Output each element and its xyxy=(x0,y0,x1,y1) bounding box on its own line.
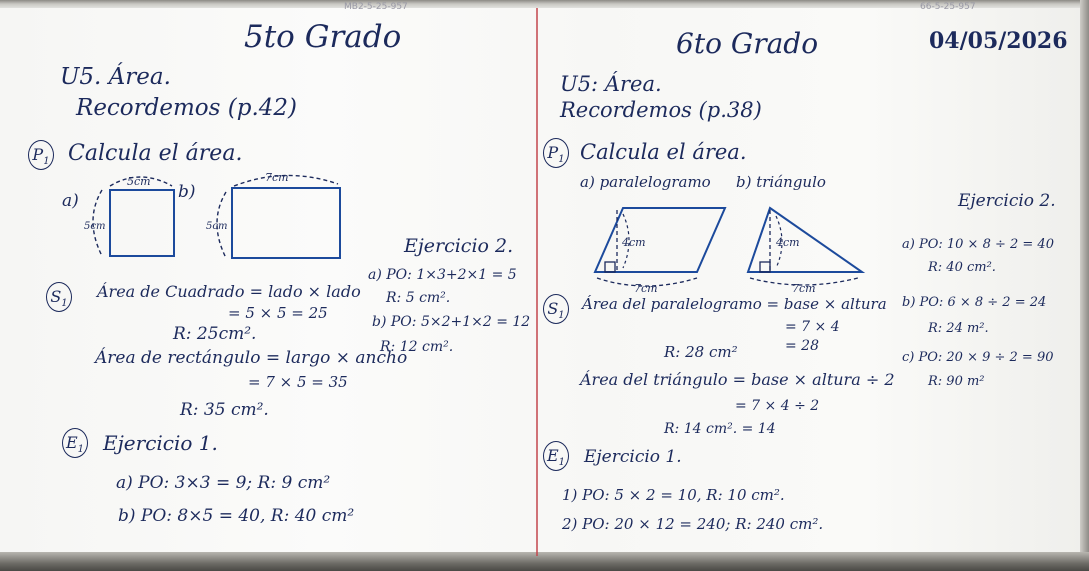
grade6-triangle-formula: Área del triángulo = base × altura ÷ 2 xyxy=(580,370,895,389)
grade5-square-calculation: = 5 × 5 = 25 xyxy=(228,304,328,322)
grade6-parallelogram-result: R: 28 cm² xyxy=(664,343,738,361)
grade5-header: 5to Grado xyxy=(244,19,402,55)
grade6-exercise2-title: Ejercicio 2. xyxy=(958,191,1056,211)
grade6-solution-marker: S1 xyxy=(543,294,569,324)
grade5-problem-marker-letter: P xyxy=(32,145,44,164)
grade6-triangle-calculation: = 7 × 4 ÷ 2 xyxy=(735,398,820,414)
grade6-problem-marker-sub: 1 xyxy=(558,154,565,166)
grade6-parallelogram-calc1: = 7 × 4 xyxy=(785,319,840,335)
grade6-parallelogram-calc2: = 28 xyxy=(785,338,819,354)
grade5-exercise-marker-letter: E xyxy=(65,433,78,452)
grade5-problem-marker-sub: 1 xyxy=(43,156,50,168)
grade5-rectangle-formula: Área de rectángulo = largo × ancho xyxy=(95,348,408,368)
grade6-exercise2-a-operation: a) PO: 10 × 8 ÷ 2 = 40 xyxy=(902,237,1054,252)
grade5-exercise2-a-operation: a) PO: 1×3+2×1 = 5 xyxy=(368,267,517,283)
grade5-figure-b-label: b) xyxy=(178,182,196,202)
grade6-problem-marker: P1 xyxy=(543,138,569,168)
grade5-exercise1-a: a) PO: 3×3 = 9; R: 9 cm² xyxy=(116,473,331,493)
grade5-exercise1-title: Ejercicio 1. xyxy=(103,431,218,455)
grade6-parallelogram-formula: Área del paralelogramo = base × altura xyxy=(582,295,887,313)
grade6-figure-b-label: b) triángulo xyxy=(736,173,826,191)
grade6-exercise-marker-sub: 1 xyxy=(558,457,566,469)
top-left-code: MB2-5-25-957 xyxy=(344,2,408,12)
grade6-exercise-marker-letter: E xyxy=(546,446,559,465)
grade5-square-side-dimension: 5cm xyxy=(84,221,106,232)
center-divider-line xyxy=(536,8,538,556)
grade6-exercise1-item1: 1) PO: 5 × 2 = 10, R: 10 cm². xyxy=(562,486,785,504)
grade5-exercise-marker: E1 xyxy=(62,428,88,458)
grade6-solution-marker-letter: S xyxy=(547,299,559,318)
grade5-solution-marker-letter: S xyxy=(50,287,62,306)
top-right-code: 66-5-25-957 xyxy=(920,2,976,12)
grade5-rectangle-calculation: = 7 × 5 = 35 xyxy=(248,373,348,391)
grade5-unit: U5. Área. xyxy=(60,64,171,90)
grade6-parallelogram-height: 4cm xyxy=(622,236,646,249)
grade6-instruction: Calcula el área. xyxy=(580,140,747,164)
grade6-unit: U5: Área. xyxy=(560,72,662,96)
grade6-date: 04/05/2026 xyxy=(929,28,1068,54)
grade6-review: Recordemos (p.38) xyxy=(560,98,762,122)
grade5-square-formula: Área de Cuadrado = lado × lado xyxy=(97,282,361,301)
grade5-rectangle-top-dimension: 7cm xyxy=(265,171,289,184)
grade5-rectangle-result: R: 35 cm². xyxy=(180,400,269,420)
grade6-triangle-result: R: 14 cm². = 14 xyxy=(664,421,776,437)
grade6-exercise2-a-result: R: 40 cm². xyxy=(928,260,996,275)
grade6-exercise1-title: Ejercicio 1. xyxy=(584,447,682,467)
grade5-problem-marker: P1 xyxy=(28,140,54,170)
grade6-triangle-base: 7cm xyxy=(792,282,816,295)
grade5-review: Recordemos (p.42) xyxy=(76,95,298,121)
grade5-square-figure xyxy=(92,176,175,257)
grade6-exercise1-item2: 2) PO: 20 × 12 = 240; R: 240 cm². xyxy=(562,515,824,533)
grade6-figure-a-label: a) paralelogramo xyxy=(580,173,711,191)
grade5-figure-a-label: a) xyxy=(62,191,79,211)
grade6-triangle-figure xyxy=(746,206,866,286)
grade6-triangle-height: 4cm xyxy=(776,236,800,249)
grade6-exercise2-b-result: R: 24 m². xyxy=(928,321,989,336)
grade6-exercise2-c-operation: c) PO: 20 × 9 ÷ 2 = 90 xyxy=(902,350,1054,365)
grade5-exercise2-a-result: R: 5 cm². xyxy=(386,290,451,306)
grade5-exercise2-b-result: R: 12 cm². xyxy=(380,339,454,355)
grade6-parallelogram-figure xyxy=(593,207,727,287)
grade6-exercise2-b-operation: b) PO: 6 × 8 ÷ 2 = 24 xyxy=(902,295,1047,310)
whiteboard xyxy=(0,8,1082,556)
grade5-exercise1-b: b) PO: 8×5 = 40, R: 40 cm² xyxy=(118,506,355,526)
grade6-parallelogram-base: 7cm xyxy=(634,282,658,295)
grade5-square-top-dimension: 5cm xyxy=(127,175,151,188)
grade6-header: 6to Grado xyxy=(676,27,819,60)
grade5-solution-marker-sub: 1 xyxy=(61,298,68,310)
grade5-solution-marker: S1 xyxy=(46,282,72,312)
board-right-frame xyxy=(1080,0,1089,571)
grade6-exercise2-c-result: R: 90 m² xyxy=(928,374,985,389)
grade5-exercise2-title: Ejercicio 2. xyxy=(404,235,514,257)
grade5-instruction: Calcula el área. xyxy=(68,141,243,166)
grade5-exercise-marker-sub: 1 xyxy=(77,444,85,456)
grade5-exercise2-b-operation: b) PO: 5×2+1×2 = 12 xyxy=(372,314,531,330)
grade5-rectangle-side-dimension: 5cm xyxy=(206,221,228,232)
grade6-solution-marker-sub: 1 xyxy=(558,310,565,322)
board-tray xyxy=(0,552,1089,571)
grade5-square-result: R: 25cm². xyxy=(173,324,257,344)
grade5-rectangle-figure xyxy=(216,174,341,259)
grade6-exercise-marker: E1 xyxy=(543,441,569,471)
grade6-problem-marker-letter: P xyxy=(547,143,559,162)
